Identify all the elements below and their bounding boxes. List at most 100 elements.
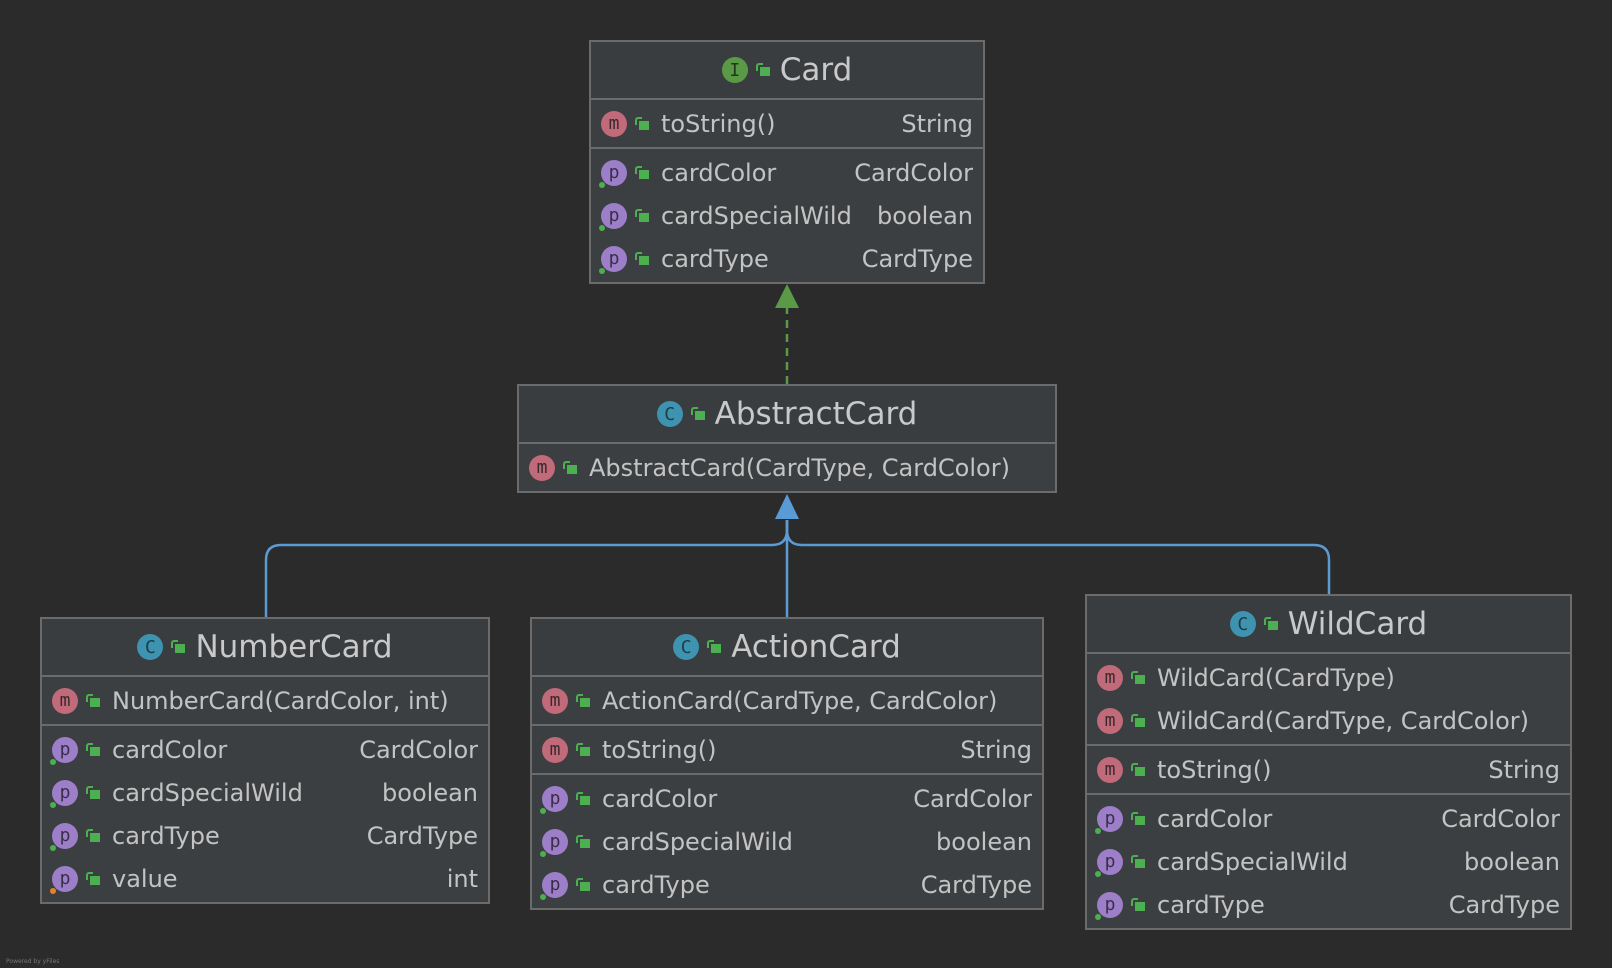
class-title: AbstractCard (714, 396, 918, 432)
property-row[interactable]: p cardColor CardColor (1087, 797, 1570, 840)
extends-edge-wildcard (785, 520, 1331, 594)
property-icon: p (1095, 805, 1123, 834)
method-icon: m (542, 736, 568, 763)
method-icon: m (601, 110, 627, 137)
property-icon: p (599, 159, 627, 188)
method-name: NumberCard(CardColor, int) (112, 686, 449, 715)
class-icon: C (137, 634, 164, 660)
property-row[interactable]: p cardType CardType (591, 237, 983, 280)
public-lock-icon (635, 165, 649, 180)
class-icon: C (656, 401, 683, 427)
public-lock-icon (171, 640, 186, 654)
public-lock-icon (576, 693, 590, 708)
member-type: boolean (936, 827, 1032, 856)
class-header[interactable]: C AbstractCard (519, 386, 1055, 444)
property-row[interactable]: p cardType CardType (42, 814, 488, 857)
method-name: toString() (602, 735, 717, 764)
property-icon: p (599, 245, 627, 274)
member-type: boolean (1464, 847, 1560, 876)
method-row[interactable]: m WildCard(CardType) (1087, 656, 1570, 699)
method-icon: m (1097, 707, 1123, 734)
member-type: CardColor (1441, 804, 1560, 833)
extends-edge-numbercard (264, 520, 789, 617)
method-name: WildCard(CardType, CardColor) (1157, 706, 1529, 735)
property-icon: p (599, 202, 627, 231)
member-type: CardColor (359, 735, 478, 764)
property-name: cardType (1157, 890, 1265, 919)
public-lock-icon (86, 742, 100, 757)
property-name: cardType (661, 244, 769, 273)
public-lock-icon (563, 460, 577, 475)
member-type: CardType (861, 244, 973, 273)
property-icon: p (50, 865, 78, 894)
method-icon: m (1097, 756, 1123, 783)
method-name: AbstractCard(CardType, CardColor) (589, 453, 1010, 482)
property-icon: p (540, 785, 568, 814)
property-name: cardType (112, 821, 220, 850)
member-type: CardColor (913, 784, 1032, 813)
public-lock-icon (707, 640, 722, 654)
member-type: String (1488, 755, 1560, 784)
property-name: cardSpecialWild (661, 201, 852, 230)
class-title: Card (779, 52, 853, 88)
class-title: WildCard (1287, 606, 1428, 642)
member-type: CardType (366, 821, 478, 850)
member-type: CardType (920, 870, 1032, 899)
property-icon: p (50, 822, 78, 851)
class-header[interactable]: I Card (591, 42, 983, 100)
public-lock-icon (755, 63, 770, 77)
public-lock-icon (1263, 617, 1278, 631)
property-name: cardSpecialWild (112, 778, 303, 807)
public-lock-icon (635, 208, 649, 223)
property-icon: p (540, 828, 568, 857)
public-lock-icon (86, 871, 100, 886)
method-name: WildCard(CardType) (1157, 663, 1395, 692)
public-lock-icon (86, 693, 100, 708)
public-lock-icon (86, 785, 100, 800)
property-icon: p (1095, 848, 1123, 877)
property-name: value (112, 864, 178, 893)
property-name: cardColor (1157, 804, 1273, 833)
public-lock-icon (86, 828, 100, 843)
interface-icon: I (721, 57, 748, 83)
method-icon: m (1097, 664, 1123, 691)
footer-note: Powered by yFiles (6, 958, 60, 965)
public-lock-icon (1131, 854, 1145, 869)
method-row[interactable]: m WildCard(CardType, CardColor) (1087, 699, 1570, 742)
public-lock-icon (576, 742, 590, 757)
